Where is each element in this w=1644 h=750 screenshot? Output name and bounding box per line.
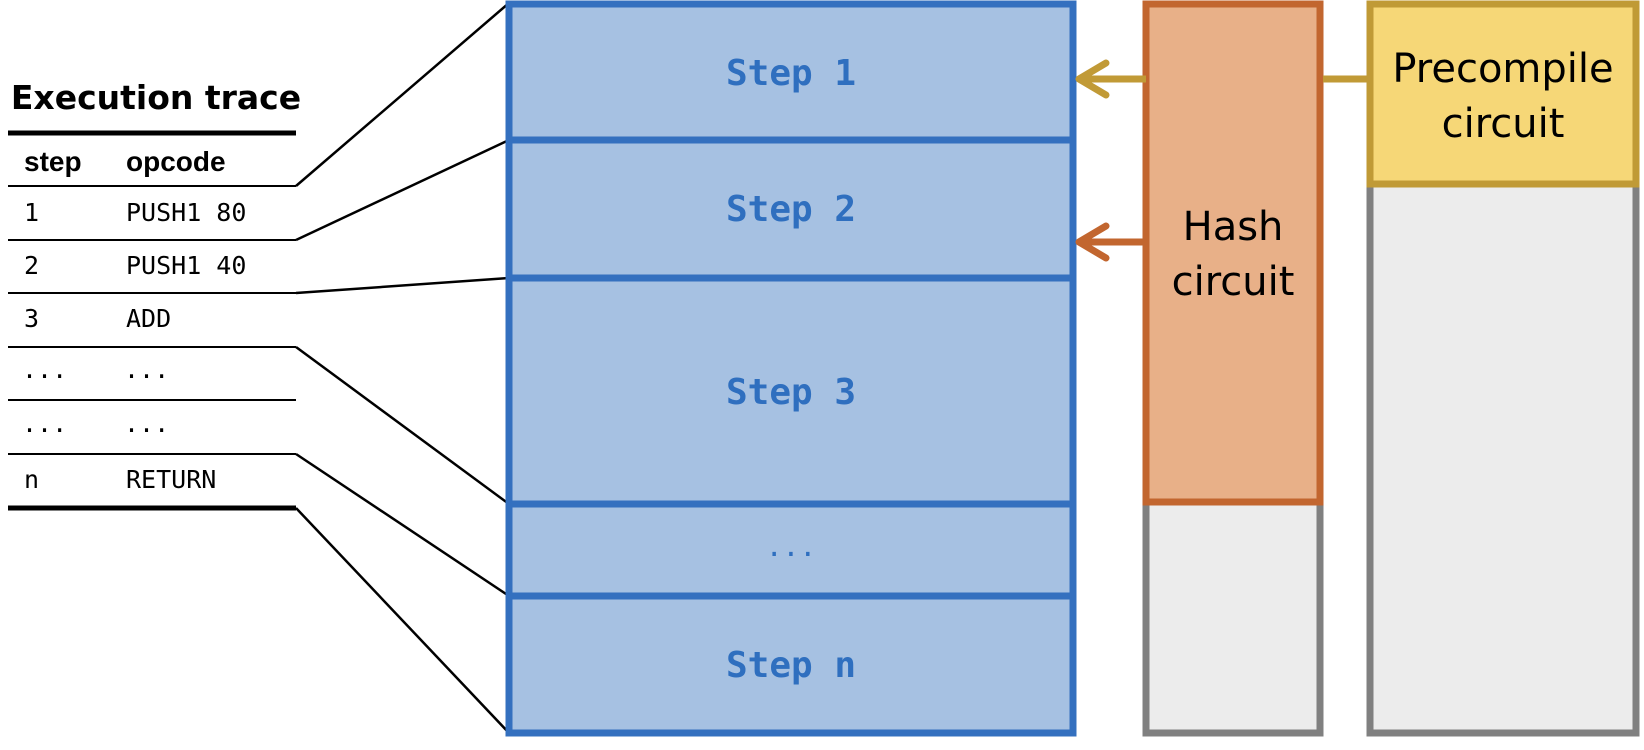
precompile-circuit-label-line1: Precompile [1392, 46, 1613, 92]
hash-circuit: Hash circuit [1142, 0, 1324, 737]
trace-row-opcode: ... [124, 355, 169, 384]
connector-line [295, 138, 510, 242]
trace-header-step: step [24, 146, 82, 177]
hash-circuit-label-line1: Hash [1183, 204, 1284, 250]
connector-line [295, 452, 510, 598]
trace-row-step: 1 [24, 198, 39, 227]
arrow-left-icon [1075, 59, 1370, 99]
trace-row-opcode: PUSH1 40 [126, 251, 246, 280]
step-block [505, 500, 1077, 600]
precompile-circuit-label-line2: circuit [1442, 101, 1565, 147]
connector-line [295, 507, 510, 734]
trace-to-step-connectors [295, 2, 510, 734]
execution-trace-table: Execution trace step opcode 1 PUSH1 80 2… [8, 78, 301, 511]
arrow-left-icon [1075, 222, 1146, 262]
trace-row-step: 3 [24, 304, 39, 333]
step-label: Step 3 [726, 372, 856, 413]
trace-row-opcode: ADD [126, 304, 171, 333]
trace-row-opcode: PUSH1 80 [126, 198, 246, 227]
step-label: Step 1 [726, 53, 856, 94]
step-block [505, 0, 1077, 144]
trace-row-opcode: ... [124, 409, 169, 438]
precompile-circuit-block [1366, 0, 1640, 188]
step-ellipsis: ... [766, 530, 817, 563]
precompile-arrow-head [1075, 59, 1110, 99]
hash-circuit-label-line2: circuit [1172, 259, 1295, 305]
hash-circuit-unused [1142, 498, 1324, 737]
trace-title: Execution trace [11, 78, 301, 117]
hash-arrow-head [1075, 222, 1110, 262]
trace-row-step: 2 [24, 251, 39, 280]
precompile-circuit-unused [1366, 180, 1640, 737]
step-label: Step 2 [726, 189, 856, 230]
step-column: Step 1 Step 2 Step 3 ... Step n [505, 0, 1077, 737]
connector-line [295, 2, 510, 187]
hash-circuit-block [1142, 0, 1324, 506]
step-label: Step n [726, 645, 856, 686]
trace-header-opcode: opcode [126, 146, 226, 177]
trace-row-step: ... [22, 355, 67, 384]
trace-row-opcode: RETURN [126, 465, 216, 494]
trace-row-step: ... [22, 409, 67, 438]
connector-line [295, 276, 510, 295]
precompile-circuit: Precompile circuit [1366, 0, 1640, 737]
trace-row-step: n [24, 465, 39, 494]
connector-line [295, 345, 510, 506]
step-block [505, 274, 1077, 508]
step-block [505, 592, 1077, 737]
